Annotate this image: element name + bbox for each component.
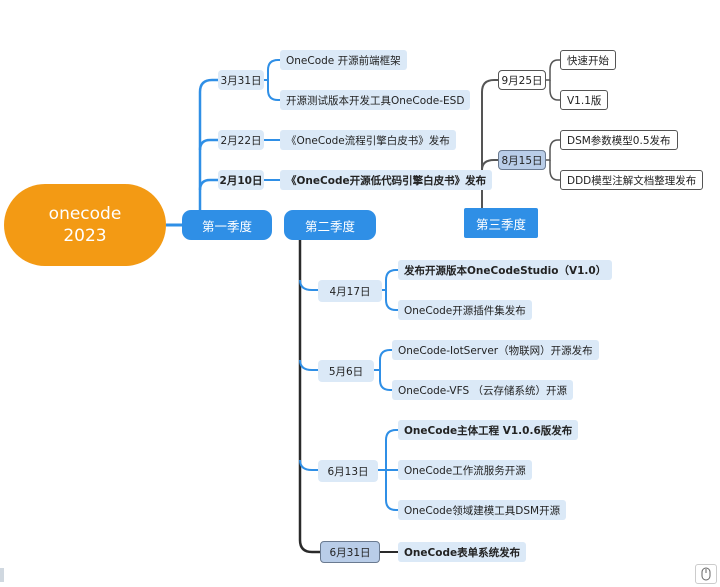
- q3-leaf-node[interactable]: DDD模型注解文档整理发布: [560, 170, 704, 190]
- q3-date-node[interactable]: 9月25日: [498, 70, 546, 90]
- q2-leaf-node[interactable]: OneCode-VFS （云存储系统）开源: [392, 380, 573, 400]
- root-topic[interactable]: onecode 2023: [4, 184, 166, 266]
- mouse-icon[interactable]: [695, 564, 717, 584]
- q1-leaf-node[interactable]: 开源测试版本开发工具OneCode-ESD: [280, 90, 471, 110]
- q3-leaf-node[interactable]: DSM参数模型0.5发布: [560, 130, 678, 150]
- quarter-2-node[interactable]: 第二季度: [284, 210, 376, 240]
- q2-date-node[interactable]: 4月17日: [318, 280, 382, 302]
- q3-leaf-node[interactable]: V1.1版: [560, 90, 609, 110]
- q2-date-node[interactable]: 6月13日: [318, 460, 378, 482]
- q3-date-node[interactable]: 8月15日: [498, 150, 546, 170]
- left-edge-marker: [0, 568, 4, 582]
- q1-leaf-node[interactable]: OneCode 开源前端框架: [280, 50, 407, 70]
- quarter-3-node[interactable]: 第三季度: [464, 208, 538, 238]
- q2-date-node[interactable]: 5月6日: [318, 360, 374, 382]
- root-year: 2023: [63, 226, 107, 246]
- q2-leaf-node[interactable]: OneCode表单系统发布: [398, 542, 527, 562]
- q2-leaf-node[interactable]: OneCode领域建模工具DSM开源: [398, 500, 567, 520]
- root-title: onecode: [48, 204, 122, 224]
- q2-leaf-node[interactable]: 发布开源版本OneCodeStudio（V1.0）: [398, 260, 613, 280]
- q1-leaf-node[interactable]: 《OneCode流程引擎白皮书》发布: [280, 130, 456, 150]
- q2-leaf-node[interactable]: OneCode工作流服务开源: [398, 460, 532, 480]
- q2-leaf-node[interactable]: OneCode-IotServer（物联网）开源发布: [392, 340, 599, 360]
- q1-leaf-node[interactable]: 《OneCode开源低代码引擎白皮书》发布: [280, 170, 493, 190]
- q2-leaf-node[interactable]: OneCode主体工程 V1.0.6版发布: [398, 420, 579, 440]
- q2-leaf-node[interactable]: OneCode开源插件集发布: [398, 300, 532, 320]
- q1-date-node[interactable]: 3月31日: [218, 70, 264, 90]
- q1-date-node[interactable]: 2月10日: [218, 170, 264, 190]
- q1-date-node[interactable]: 2月22日: [218, 130, 264, 150]
- quarter-1-node[interactable]: 第一季度: [182, 210, 272, 240]
- q3-leaf-node[interactable]: 快速开始: [560, 50, 616, 70]
- q2-date-node[interactable]: 6月31日: [320, 541, 380, 563]
